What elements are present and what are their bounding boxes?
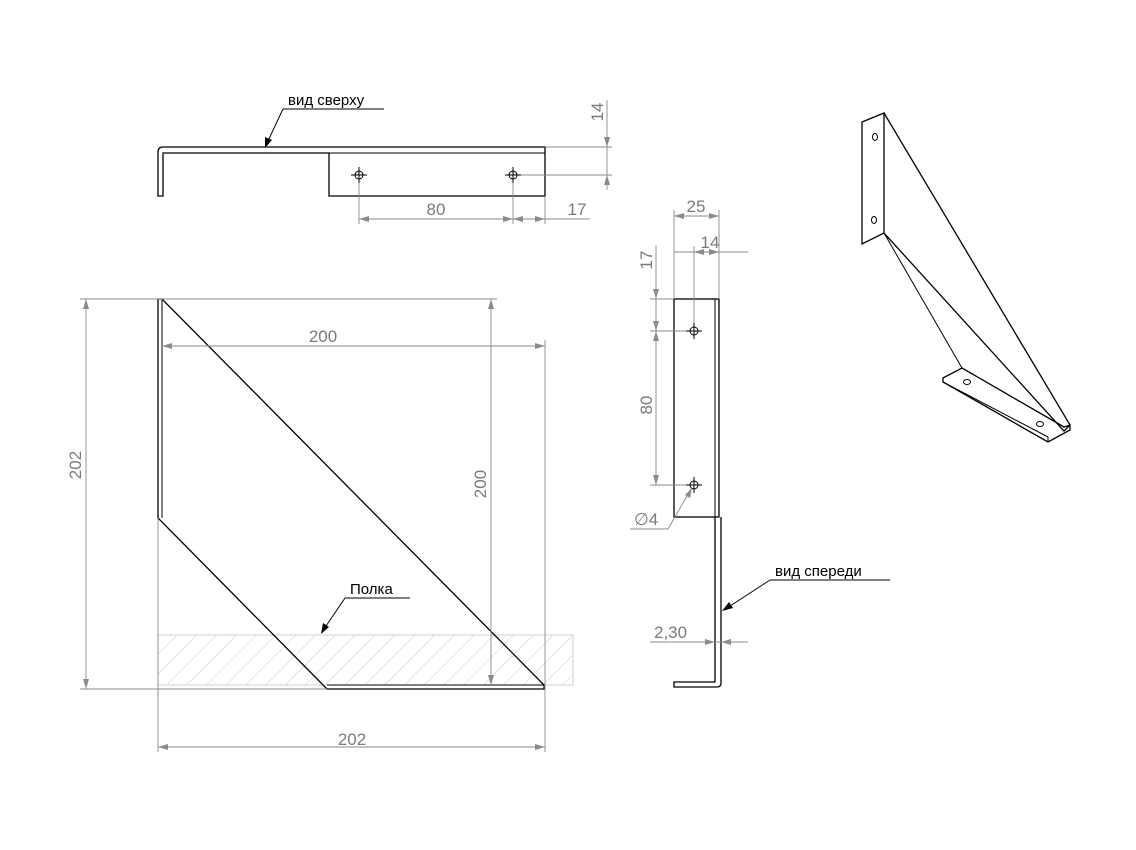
- dimension-side-80: 80: [637, 331, 686, 486]
- front-view: 25 14 17 80: [630, 197, 890, 688]
- dimension-text: 202: [66, 451, 85, 479]
- callout-shelf: Полка: [321, 581, 410, 634]
- dimension-text: ∅4: [634, 510, 658, 529]
- shelf-label: Полка: [350, 581, 393, 598]
- dimension-text: 80: [427, 200, 446, 219]
- iso-hole-1: [872, 133, 878, 141]
- front-view-hole-bottom: [686, 477, 702, 493]
- front-view-web: [673, 517, 722, 688]
- top-view: 80 17 14 вид сверху: [157, 92, 612, 224]
- callout-top-view: вид сверху: [265, 92, 384, 148]
- iso-bottom-flange: [942, 367, 1071, 443]
- iso-hole-3: [963, 379, 971, 385]
- front-view-flange: [673, 298, 720, 518]
- dimension-text: 2,30: [654, 623, 687, 642]
- top-view-outline: [157, 146, 546, 197]
- dimension-top-17: 17: [513, 196, 590, 224]
- dimension-main-200-vertical: 200: [158, 298, 497, 685]
- isometric-view: [861, 112, 1071, 443]
- dimension-main-202-vertical: 202: [66, 298, 327, 690]
- top-view-hole-right: [505, 167, 521, 183]
- dimension-text: 202: [338, 730, 366, 749]
- iso-web-inner-edge: [883, 232, 963, 369]
- dimension-text: 200: [471, 470, 490, 498]
- dimension-side-25: 25: [673, 197, 720, 299]
- front-view-hole-top: [686, 323, 702, 339]
- iso-hole-2: [871, 216, 877, 224]
- iso-bottom-flange-edge: [942, 381, 1049, 438]
- main-view: 200 200 202 202: [66, 298, 574, 752]
- dimension-side-14: 14: [674, 233, 748, 323]
- front-view-label: вид спереди: [775, 563, 862, 580]
- dimension-thickness: 2,30: [650, 623, 748, 645]
- dimension-top-14: 14: [521, 100, 612, 190]
- top-view-label: вид сверху: [288, 92, 365, 109]
- dimension-text: 14: [701, 233, 720, 252]
- shelf-hatch: [157, 634, 574, 686]
- iso-hole-4: [1036, 421, 1044, 427]
- top-view-hole-left: [351, 167, 367, 183]
- dimension-top-80: 80: [358, 183, 514, 224]
- iso-diagonal-web: [883, 112, 1071, 432]
- dimension-side-17: 17: [637, 245, 686, 332]
- dimension-text: 25: [687, 197, 706, 216]
- dimension-main-200-horizontal: 200: [162, 327, 546, 689]
- dimension-text: 200: [309, 327, 337, 346]
- dimension-text: 17: [637, 251, 656, 270]
- dimension-text: 17: [568, 200, 587, 219]
- iso-vertical-flange: [861, 112, 885, 246]
- callout-front-view: вид спереди: [722, 563, 890, 611]
- dimension-text: 80: [637, 396, 656, 415]
- dimension-main-202-horizontal: 202: [157, 518, 546, 752]
- dimension-hole-diameter: ∅4: [630, 488, 692, 530]
- dimension-text: 14: [588, 103, 607, 122]
